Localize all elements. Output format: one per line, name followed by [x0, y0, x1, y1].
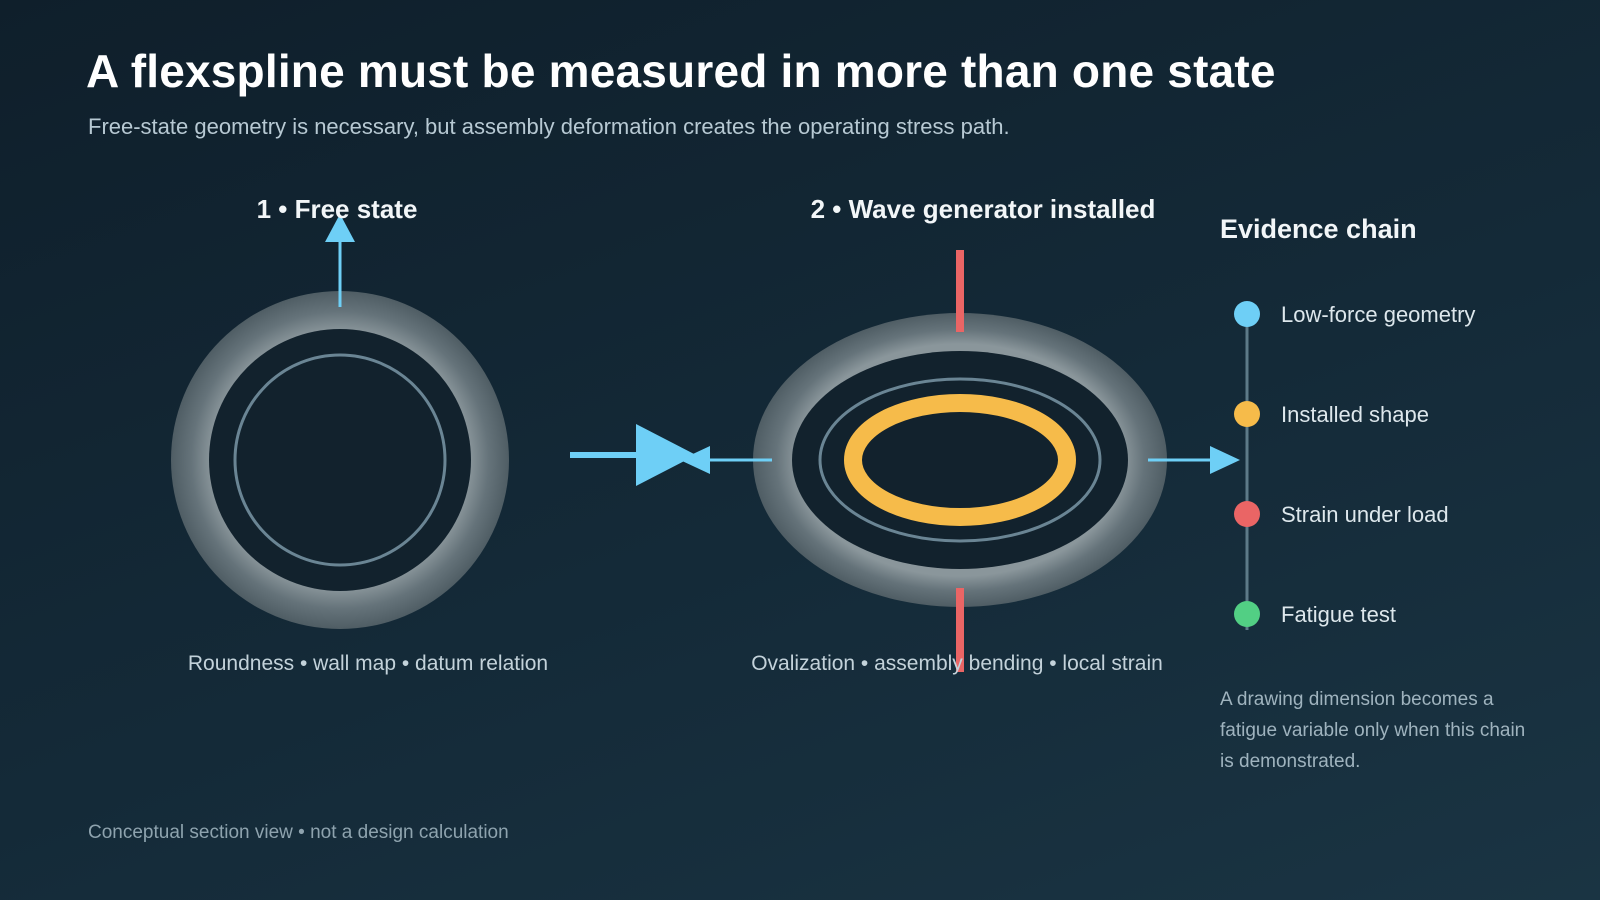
page-subtitle: Free-state geometry is necessary, but as… — [88, 114, 1010, 139]
evidence-heading: Evidence chain — [1220, 214, 1417, 244]
wave-generator-oval — [844, 394, 1076, 526]
timeline-dot-strain-under-load — [1234, 501, 1260, 527]
inward-arrow-left-icon — [680, 446, 772, 474]
panel-caption-installed: Ovalization • assembly bending • local s… — [751, 652, 1163, 675]
installed-ring — [753, 313, 1167, 607]
evidence-step-label: Installed shape — [1281, 402, 1429, 427]
evidence-note: A drawing dimension becomes a fatigue va… — [1220, 689, 1526, 772]
load-bar-bottom-icon — [956, 588, 964, 672]
load-bar-top-icon — [956, 250, 964, 332]
free-state-radial-arrow-icon — [325, 214, 355, 307]
footnote: Conceptual section view • not a design c… — [88, 822, 509, 843]
panel-caption-free-state: Roundness • wall map • datum relation — [187, 652, 549, 675]
timeline-dot-installed-shape — [1234, 401, 1260, 427]
outward-arrow-right-icon — [1148, 446, 1240, 474]
panel-title-installed: 2 • Wave generator installed — [810, 194, 1156, 224]
evidence-step-label: Strain under load — [1281, 502, 1449, 527]
transition-arrow-icon — [570, 424, 696, 486]
panel-title-free-state: 1 • Free state — [256, 194, 418, 224]
free-state-ring — [171, 291, 509, 629]
evidence-timeline — [1234, 301, 1260, 630]
timeline-dot-low-force-geometry — [1234, 301, 1260, 327]
evidence-step-label: Low-force geometry — [1281, 302, 1476, 327]
timeline-dot-fatigue-test — [1234, 601, 1260, 627]
evidence-step-label: Fatigue test — [1281, 602, 1396, 627]
page-title: A flexspline must be measured in more th… — [86, 45, 1276, 97]
